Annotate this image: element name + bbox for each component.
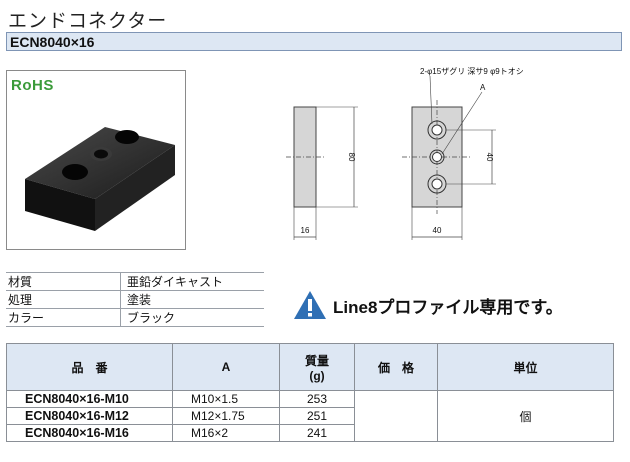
header-unit: 単位 xyxy=(437,343,614,391)
spec-value: ブラック xyxy=(120,308,264,327)
dim-pitch: 40 xyxy=(485,153,494,162)
header-a: A xyxy=(172,343,280,391)
price-cell xyxy=(354,390,438,442)
table-row: ECN8040×16-M10 M10×1.5 253 個 xyxy=(6,390,614,442)
hole-note: 2-φ15ザグリ 深サ9 φ9トオシ xyxy=(420,66,524,76)
end-connector-image xyxy=(25,127,175,231)
product-table: 品 番 A 質量 (g) 価 格 単位 ECN8040×16-M10 M10×1… xyxy=(6,343,614,442)
notice: Line8プロファイル専用です。 xyxy=(293,290,563,320)
row-a: M16×2 xyxy=(172,424,280,442)
row-weight: 241 xyxy=(279,424,355,442)
model-bar: ECN8040×16 xyxy=(6,32,622,51)
spec-row: 材質 亜鉛ダイキャスト xyxy=(6,272,264,291)
table-row: ECN8040×16-M16 M16×2 241 xyxy=(6,424,614,442)
dim-thickness: 16 xyxy=(301,226,310,235)
technical-drawing: 80 16 40 40 2-φ15ザグリ 深サ9 φ9トオシ A xyxy=(286,66,524,240)
spec-key: 材質 xyxy=(6,272,121,291)
spec-value: 塗装 xyxy=(120,290,264,309)
row-a: M12×1.75 xyxy=(172,407,280,425)
spec-table: 材質 亜鉛ダイキャスト 処理 塗装 カラー ブラック xyxy=(6,272,264,327)
spec-value: 亜鉛ダイキャスト xyxy=(120,272,264,291)
spec-row: カラー ブラック xyxy=(6,308,264,327)
product-photo: RoHS xyxy=(6,70,186,250)
spec-key: カラー xyxy=(6,308,121,327)
header-code: 品 番 xyxy=(6,343,173,391)
table-header-row: 品 番 A 質量 (g) 価 格 単位 xyxy=(6,343,614,391)
page-title: エンドコネクター xyxy=(8,11,168,32)
warning-icon xyxy=(294,291,326,319)
spec-key: 処理 xyxy=(6,290,121,309)
row-weight: 251 xyxy=(279,407,355,425)
unit-cell: 個 xyxy=(437,390,614,442)
row-weight: 253 xyxy=(279,390,355,408)
row-code: ECN8040×16-M16 xyxy=(6,424,173,442)
notice-text: Line8プロファイル専用です。 xyxy=(333,297,563,317)
header-weight: 質量 (g) xyxy=(279,343,355,391)
row-code: ECN8040×16-M12 xyxy=(6,407,173,425)
header-weight-unit: (g) xyxy=(309,368,325,383)
label-a: A xyxy=(480,83,486,92)
model-number: ECN8040×16 xyxy=(10,34,95,50)
row-a: M10×1.5 xyxy=(172,390,280,408)
rohs-badge: RoHS xyxy=(11,77,54,94)
header-price: 価 格 xyxy=(354,343,438,391)
row-code: ECN8040×16-M10 xyxy=(6,390,173,408)
dim-height: 80 xyxy=(347,153,356,162)
header-weight-label: 質量 xyxy=(304,353,329,368)
spec-row: 処理 塗装 xyxy=(6,290,264,309)
dim-width: 40 xyxy=(433,226,442,235)
